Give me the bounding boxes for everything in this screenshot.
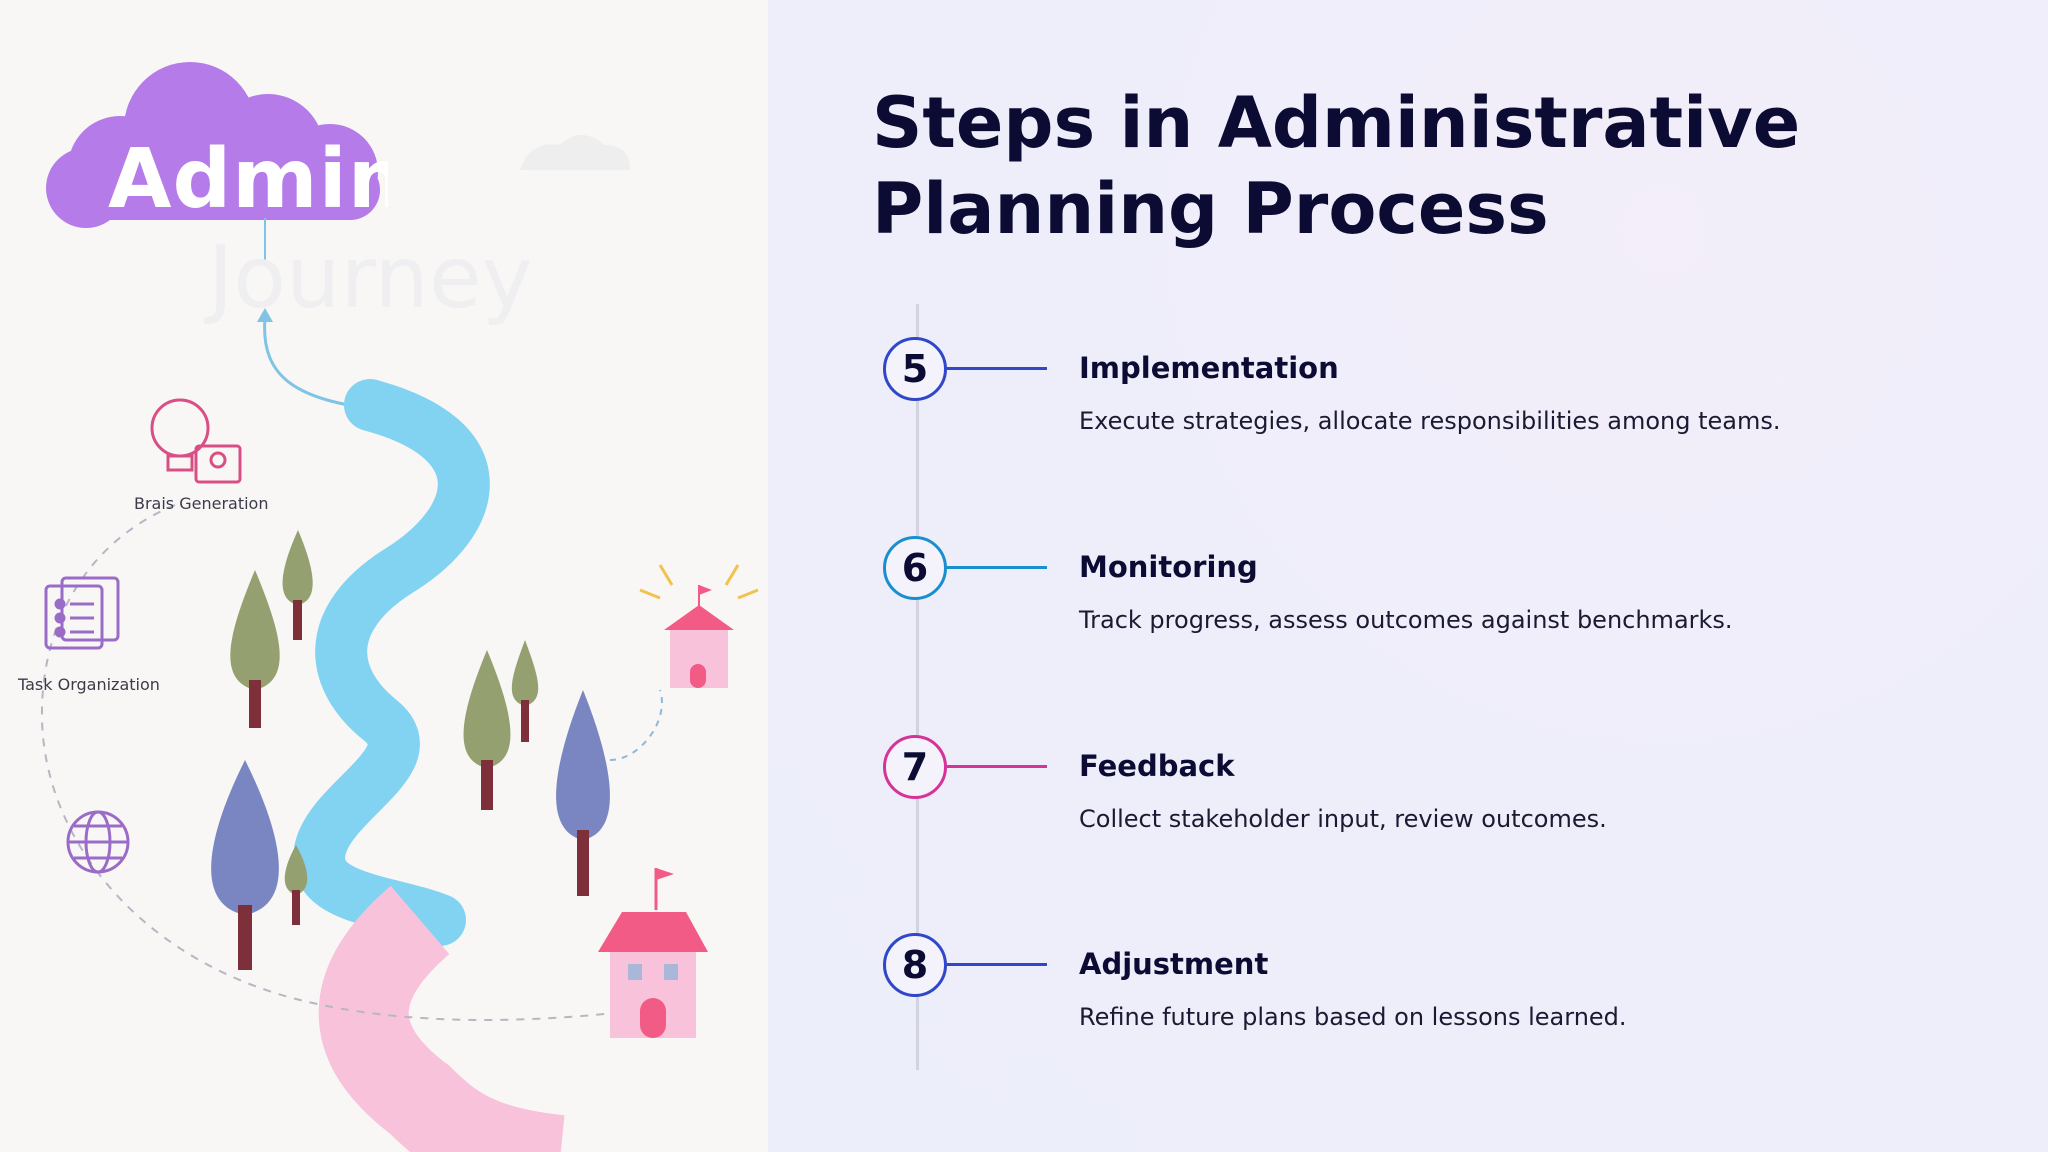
- step-feedback: 7 Feedback Collect stakeholder input, re…: [883, 735, 1983, 875]
- step-monitoring: 6 Monitoring Track progress, assess outc…: [883, 536, 1983, 676]
- tree-icon: [511, 640, 539, 742]
- step-connector: [947, 765, 1047, 768]
- step-connector: [947, 367, 1047, 370]
- tree-icon: [556, 690, 610, 896]
- pink-path: [318, 885, 566, 1152]
- tree-icon: [211, 760, 279, 970]
- page-title: Steps in Administrative Planning Process: [872, 82, 1801, 250]
- step-description: Track progress, assess outcomes against …: [1079, 606, 1733, 634]
- journey-map-drawing: [40, 62, 759, 1152]
- brain-generation-label: Brais Generation: [134, 494, 269, 513]
- step-number-badge: 5: [883, 337, 947, 401]
- journey-faded-text: Journey: [208, 228, 533, 328]
- river: [293, 379, 490, 946]
- tree-icon: [282, 530, 313, 640]
- step-description: Execute strategies, allocate responsibil…: [1079, 407, 1781, 435]
- tree-icon: [230, 570, 280, 728]
- dashed-route: [40, 504, 641, 1021]
- task-list-icon: [44, 576, 120, 650]
- house-icon: [598, 868, 708, 1038]
- content-panel: Steps in Administrative Planning Process…: [768, 0, 2048, 1152]
- cloud-icon: [46, 62, 380, 228]
- step-number-badge: 8: [883, 933, 947, 997]
- background-cloud-icon: [520, 135, 630, 170]
- tree-icon: [463, 650, 511, 810]
- task-organization-label: Task Organization: [18, 675, 160, 694]
- step-implementation: 5 Implementation Execute strategies, all…: [883, 337, 1983, 477]
- step-description: Collect stakeholder input, review outcom…: [1079, 805, 1607, 833]
- step-connector: [947, 963, 1047, 966]
- step-connector: [947, 566, 1047, 569]
- tree-icon: [284, 845, 308, 925]
- step-number-badge: 7: [883, 735, 947, 799]
- timeline-line: [916, 304, 919, 1070]
- cloud-title-text: Adminis: [108, 132, 388, 227]
- step-description: Refine future plans based on lessons lea…: [1079, 1003, 1627, 1031]
- step-title: Monitoring: [1079, 550, 1258, 584]
- step-number-badge: 6: [883, 536, 947, 600]
- globe-icon: [66, 810, 130, 874]
- journey-illustration: Journey Adminis Brais Generation Task Or…: [0, 0, 768, 1152]
- arrow-up-icon: [257, 308, 273, 322]
- step-title: Adjustment: [1079, 947, 1269, 981]
- dashed-arrow: [609, 689, 663, 761]
- step-title: Feedback: [1079, 749, 1235, 783]
- step-adjustment: 8 Adjustment Refine future plans based o…: [883, 933, 1983, 1073]
- lightbulb-person-icon: [150, 398, 242, 484]
- step-title: Implementation: [1079, 351, 1339, 385]
- house-icon: [639, 564, 759, 688]
